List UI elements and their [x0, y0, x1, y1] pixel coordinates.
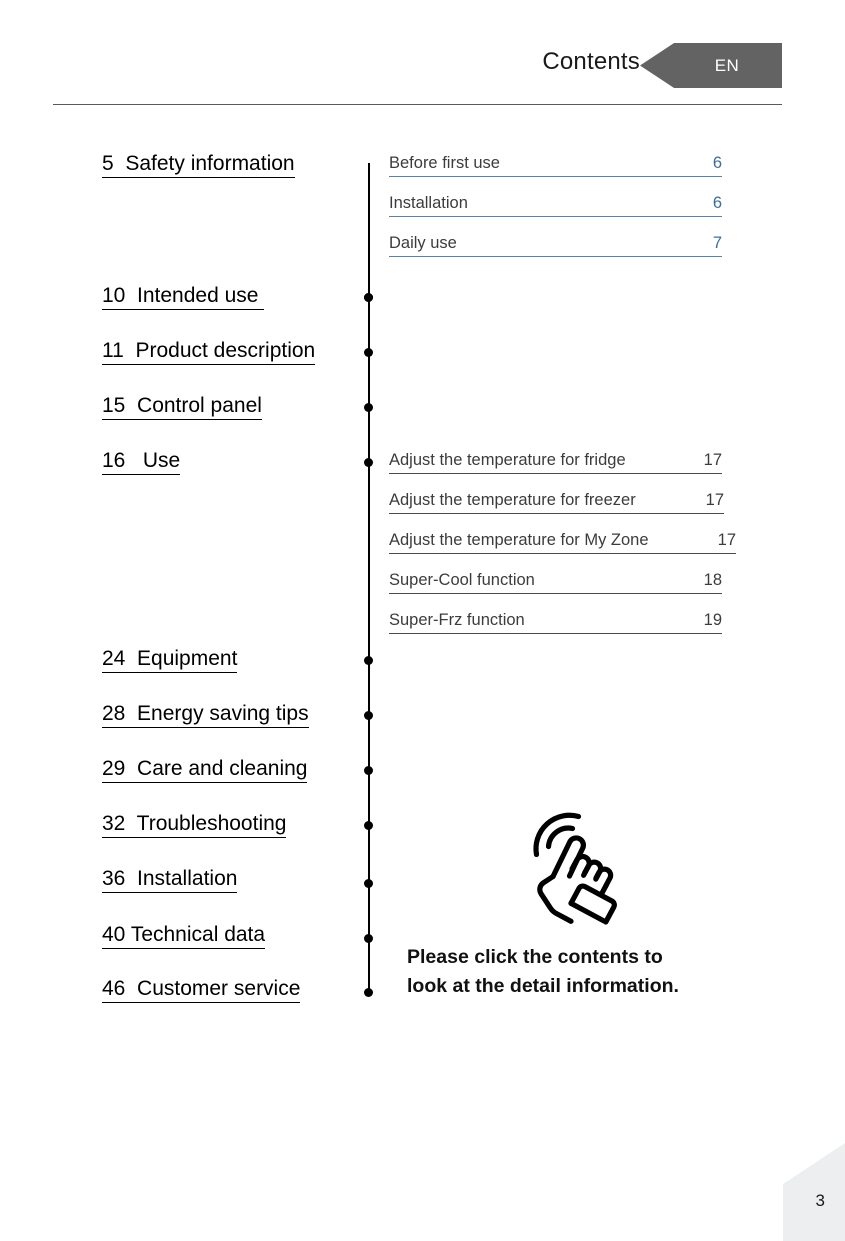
timeline-dot [364, 711, 373, 720]
contents-sub-entry-page: 7 [712, 234, 722, 252]
contents-sub-entry-label: Before first use [389, 154, 500, 172]
timeline-dot [364, 293, 373, 302]
contents-entry-label: 28 Energy saving tips [102, 703, 309, 728]
contents-sub-entry[interactable]: Super-Frz function 19 [389, 612, 722, 634]
contents-sub-entry-label: Super-Frz function [389, 611, 525, 629]
contents-entry[interactable]: 32 Troubleshooting [102, 813, 287, 838]
contents-sub-entry-label: Adjust the temperature for fridge [389, 451, 626, 469]
contents-sub-entry-page: 6 [712, 154, 722, 172]
contents-entry[interactable]: 40 Technical data [102, 924, 266, 949]
contents-sub-entry-page: 6 [712, 194, 722, 212]
page-corner-decoration [783, 1143, 845, 1241]
timeline-dot [364, 403, 373, 412]
hint-line-1: Please click the contents to [407, 946, 663, 968]
contents-entry-label: 16 Use [102, 450, 181, 475]
language-tab-label: EN [714, 55, 740, 75]
timeline-dot [364, 879, 373, 888]
contents-entry[interactable]: 10 Intended use [102, 285, 265, 310]
timeline-dot [364, 348, 373, 357]
contents-entry-label: 46 Customer service [102, 978, 301, 1003]
tap-hand-icon [512, 806, 632, 928]
contents-entry-label: 5 Safety information [102, 153, 295, 178]
language-tab[interactable]: EN [640, 43, 782, 88]
contents-sub-entry-label: Adjust the temperature for My Zone [389, 531, 649, 549]
contents-entry[interactable]: 11 Product description [102, 340, 316, 365]
contents-entry[interactable]: 46 Customer service [102, 978, 301, 1003]
contents-entry-label: 40 Technical data [102, 924, 266, 949]
page-title: Contents [542, 48, 640, 75]
timeline-dot [364, 458, 373, 467]
contents-sub-entry-page: 19 [703, 611, 722, 629]
contents-sub-entry-page: 17 [717, 531, 736, 549]
contents-entry[interactable]: 28 Energy saving tips [102, 703, 309, 728]
contents-entry-label: 11 Product description [102, 340, 316, 365]
contents-entry-label: 32 Troubleshooting [102, 813, 287, 838]
contents-entry[interactable]: 5 Safety information [102, 153, 295, 178]
contents-sub-entry-page: 18 [703, 571, 722, 589]
contents-sub-entry[interactable]: Adjust the temperature for freezer 17 [389, 492, 724, 514]
contents-sub-entry-label: Super-Cool function [389, 571, 535, 589]
contents-entry-label: 15 Control panel [102, 395, 262, 420]
hint-line-2: look at the detail information. [407, 974, 679, 997]
hint-caption: Please click the contents to look at the… [407, 943, 757, 1001]
contents-sub-entry[interactable]: Installation 6 [389, 195, 722, 217]
contents-entry[interactable]: 16 Use [102, 450, 181, 475]
contents-sub-entry-label: Daily use [389, 234, 457, 252]
contents-sub-entry[interactable]: Adjust the temperature for My Zone 17 [389, 532, 736, 554]
contents-entry-label: 36 Installation [102, 868, 238, 893]
timeline-dot [364, 934, 373, 943]
contents-entry-label: 29 Care and cleaning [102, 758, 308, 783]
timeline-dot [364, 766, 373, 775]
contents-sub-entry[interactable]: Super-Cool function 18 [389, 572, 722, 594]
contents-entry[interactable]: 29 Care and cleaning [102, 758, 308, 783]
timeline-dot [364, 988, 373, 997]
contents-sub-entry-page: 17 [703, 451, 722, 469]
contents-entry-label: 10 Intended use [102, 285, 265, 310]
timeline-line [368, 163, 370, 993]
contents-entry[interactable]: 24 Equipment [102, 648, 238, 673]
header-divider [53, 104, 782, 105]
timeline-dot [364, 656, 373, 665]
contents-entry-label: 24 Equipment [102, 648, 238, 673]
contents-entry[interactable]: 36 Installation [102, 868, 238, 893]
contents-sub-entry[interactable]: Daily use 7 [389, 235, 722, 257]
contents-sub-entry[interactable]: Before first use 6 [389, 155, 722, 177]
timeline-dot [364, 821, 373, 830]
contents-sub-entry-label: Adjust the temperature for freezer [389, 491, 636, 509]
contents-sub-entry[interactable]: Adjust the temperature for fridge 17 [389, 452, 722, 474]
contents-sub-entry-page: 17 [705, 491, 724, 509]
page-number: 3 [815, 1191, 825, 1210]
contents-entry[interactable]: 15 Control panel [102, 395, 262, 420]
contents-sub-entry-label: Installation [389, 194, 468, 212]
